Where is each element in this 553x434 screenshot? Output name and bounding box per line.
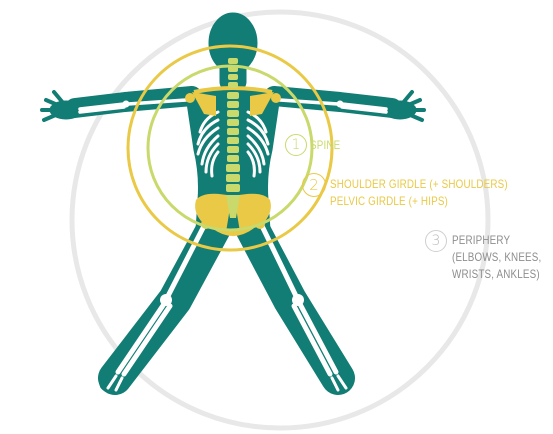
- left-shoulder-joint: [185, 93, 195, 103]
- periphery-label: PERIPHERY (ELBOWS, KNEES, WRISTS, ANKLES…: [452, 232, 541, 283]
- periphery-detail-2: WRISTS, ANKLES): [452, 266, 541, 283]
- spine-number-badge: 1: [285, 134, 307, 156]
- periphery-number-badge: 3: [425, 230, 447, 252]
- periphery-number: 3: [432, 234, 441, 248]
- shoulder-girdle-label: SHOULDER GIRDLE (+ SHOULDERS): [330, 176, 508, 193]
- pelvic-girdle-label: PELVIC GIRDLE (+ HIPS): [330, 193, 448, 210]
- right-shoulder-joint: [271, 93, 281, 103]
- spine-number: 1: [292, 138, 301, 152]
- periphery-detail-1: (ELBOWS, KNEES,: [452, 249, 541, 266]
- periphery-title: PERIPHERY: [452, 232, 541, 249]
- girdles-number-badge: 2: [302, 173, 326, 197]
- spine-label: SPINE: [310, 137, 340, 154]
- girdles-number: 2: [309, 178, 319, 193]
